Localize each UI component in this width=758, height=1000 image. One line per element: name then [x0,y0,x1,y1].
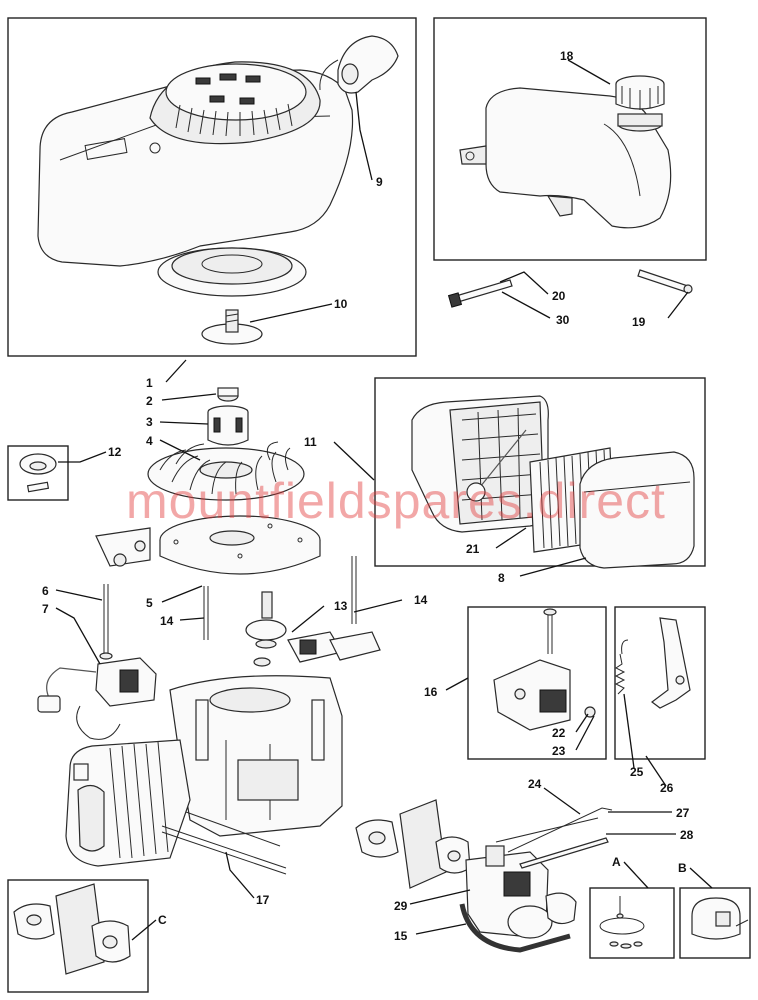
callout-7: 7 [42,602,49,616]
crankcase [169,675,343,837]
callout-20: 20 [552,289,566,303]
cylinder-head [65,739,191,867]
bolt-20-30 [447,279,513,308]
part-12-clip [19,453,57,493]
frame-kit-b [679,887,751,959]
callout-9: 9 [376,175,383,189]
part-16-bracket [493,608,596,731]
callout-2: 2 [146,394,153,408]
callout-25: 25 [630,765,644,779]
callout-28: 28 [680,828,694,842]
leader-lines [55,59,713,941]
callout-16: 16 [424,685,438,699]
kit-c-gaskets [13,883,131,975]
part-26-governor-lever [651,617,691,709]
frame-part-12 [7,445,69,501]
kit-a-parts [599,896,645,949]
frame-governor-lever [614,606,706,760]
callout-14-a: 14 [160,614,174,628]
part-8-filter-cover [579,451,695,569]
part-4-cooling-fan [147,441,305,501]
callout-1: 1 [146,376,153,390]
callout-8: 8 [498,571,505,585]
callout-3: 3 [146,415,153,429]
part-15-fuel-hose [459,903,571,953]
shroud-bracket [95,527,151,567]
callout-22: 22 [552,726,566,740]
callout-18: 18 [560,49,574,63]
governor-weight [245,591,287,667]
parts-24-27-28-rods [495,807,613,869]
callout-29: 29 [394,899,408,913]
intake-gaskets [355,799,471,889]
callout-B: B [678,861,687,875]
callout-12: 12 [108,445,122,459]
callout-27: 27 [676,806,690,820]
callout-30: 30 [556,313,570,327]
part-7-ignition-coil [37,657,157,740]
callout-C: C [158,913,167,927]
fuel-cap [615,75,665,110]
starter-pulley [157,247,307,297]
recoil-starter-cover [37,61,354,267]
callout-10: 10 [334,297,348,311]
callout-24: 24 [528,777,542,791]
part-14-stud-a [203,586,209,640]
air-filter-base [411,395,549,533]
part-10-ratchet [201,309,263,345]
callout-21: 21 [466,542,480,556]
callout-numbers: 1 2 3 4 5 6 7 8 9 10 11 12 13 14 14 15 1… [42,49,694,943]
callout-4: 4 [146,434,153,448]
callout-14-b: 14 [414,593,428,607]
frame-carburettor-bracket [467,606,607,760]
callout-26: 26 [660,781,674,795]
frame-kit-a [589,887,675,959]
part-13-coil-bracket [287,631,381,663]
callout-A: A [612,855,621,869]
starter-handle [319,35,399,94]
part-5-flywheel [159,515,321,575]
callout-11: 11 [304,435,317,449]
fuel-tank [459,87,672,229]
part-29-carburettor [465,845,577,939]
callout-17: 17 [256,893,270,907]
part-17-head-bolt [161,811,287,875]
callout-19: 19 [632,315,646,329]
part-2-nut [217,387,239,402]
frame-fuel-tank [433,17,707,261]
callout-5: 5 [146,596,153,610]
watermark-text: mountfieldspares.direct [126,473,666,529]
callout-6: 6 [42,584,49,598]
bolt-19 [637,269,693,294]
callout-15: 15 [394,929,408,943]
part-25-spring [614,639,629,695]
frame-air-filter [374,377,706,567]
callout-13: 13 [334,599,348,613]
part-6-stud [99,584,113,660]
kit-b-parts [691,897,749,940]
frame-starter-assembly [7,17,417,357]
frame-gasket-kit-c [7,879,149,993]
part-3-starter-cup [207,405,249,446]
part-14-stud-b [351,556,357,624]
callout-23: 23 [552,744,566,758]
